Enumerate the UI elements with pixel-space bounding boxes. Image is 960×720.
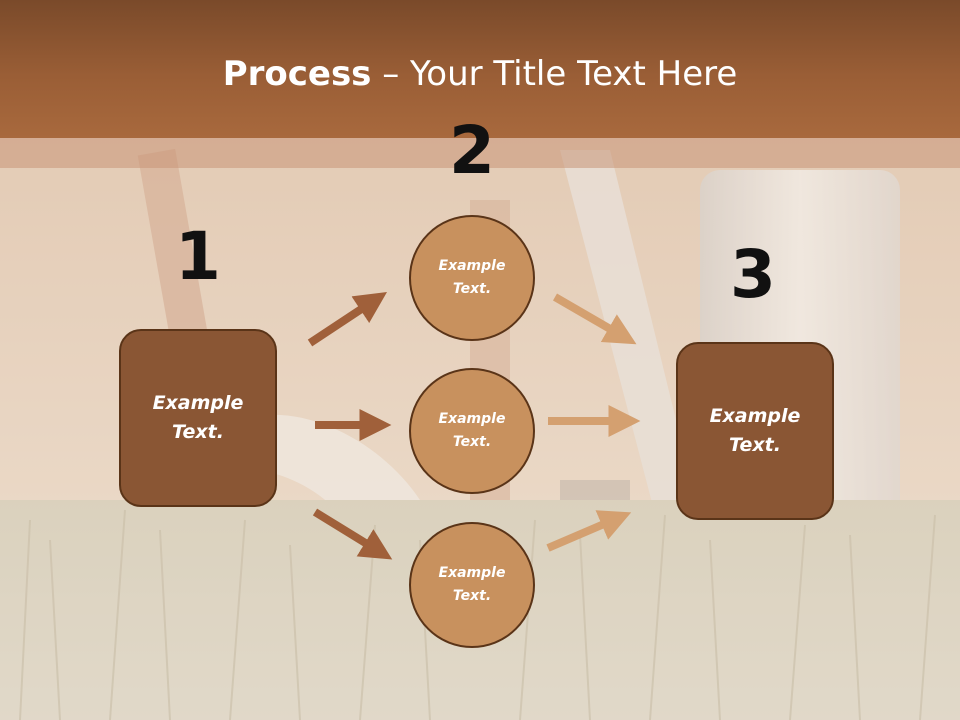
title-bold: Process <box>222 54 372 94</box>
title-band <box>0 0 960 138</box>
step-2-circle-middle: Example Text. <box>409 368 535 494</box>
title-rest: – Your Title Text Here <box>371 54 738 94</box>
step-number-3: 3 <box>730 236 776 313</box>
arrow-1-to-bottom <box>312 508 393 560</box>
title-strip <box>0 138 960 168</box>
arrow-bottom-to-3 <box>546 510 632 552</box>
step-2-circle-bottom: Example Text. <box>409 522 535 648</box>
step-2-circle-top: Example Text. <box>409 215 535 341</box>
step-number-2: 2 <box>449 112 495 189</box>
arrow-top-to-3 <box>552 293 637 345</box>
step-number-1: 1 <box>175 218 221 295</box>
step-3-box: Example Text. <box>676 342 834 520</box>
arrow-1-to-top <box>307 292 388 347</box>
slide-title: Process – Your Title Text Here <box>0 52 960 96</box>
step-1-box: Example Text. <box>119 329 277 507</box>
